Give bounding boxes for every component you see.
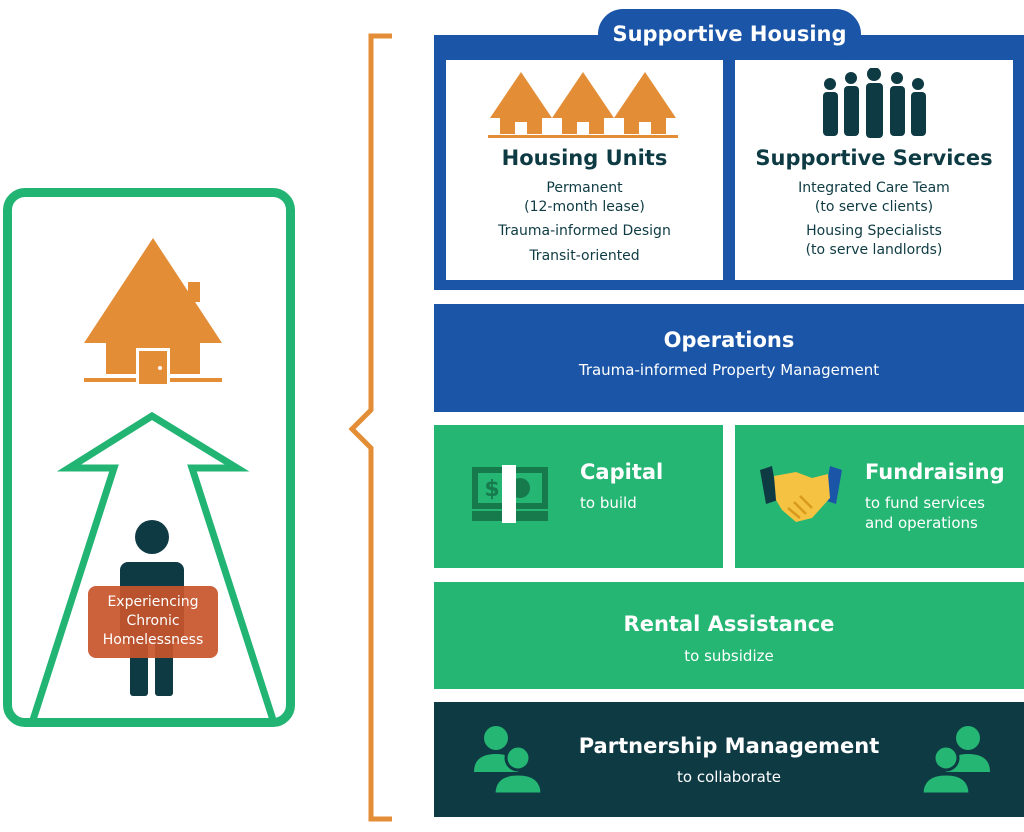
arrow-up-icon [27, 411, 279, 727]
supportive-housing-title: Supportive Housing [598, 9, 861, 59]
people-group-icon [823, 68, 926, 138]
partners-icon-right [920, 726, 990, 796]
rental-assistance-heading: Rental Assistance [623, 612, 835, 636]
housing-units-heading: Housing Units [501, 146, 668, 170]
housing-units-line4: Transit-oriented [529, 248, 640, 264]
capital-sub: to build [580, 494, 637, 512]
supportive-services-line3: Housing Specialists [806, 223, 942, 239]
svg-text:$: $ [484, 477, 499, 502]
person-label-line3: Homelessness [102, 632, 204, 648]
partnership-box [434, 702, 1024, 817]
person-label: Experiencing Chronic Homelessness [88, 593, 218, 650]
operations-box [434, 304, 1024, 412]
supportive-services-heading: Supportive Services [755, 146, 993, 170]
house-icon [84, 238, 222, 384]
supportive-services-line4: (to serve landlords) [805, 242, 943, 258]
housing-units-line3: Trauma-informed Design [498, 223, 671, 239]
rental-assistance-box [434, 582, 1024, 689]
partnership-sub: to collaborate [677, 768, 781, 786]
housing-units-line1: Permanent [546, 180, 623, 196]
money-icon: $ [472, 465, 548, 523]
partnership-heading: Partnership Management [578, 734, 880, 758]
partners-icon-left [474, 726, 544, 796]
houses-icon [488, 72, 678, 138]
fundraising-sub2: and operations [865, 514, 978, 532]
handshake-icon [760, 466, 842, 522]
person-label-line1: Experiencing [107, 594, 199, 610]
supportive-services-line2: (to serve clients) [814, 199, 934, 215]
person-label-box [88, 586, 218, 658]
journey-graphic [27, 238, 279, 727]
supportive-services-line1: Integrated Care Team [798, 180, 950, 196]
fundraising-sub1: to fund services [865, 494, 985, 512]
housing-units-line2: (12-month lease) [524, 199, 645, 215]
rental-assistance-sub: to subsidize [684, 647, 774, 665]
operations-heading: Operations [663, 328, 795, 352]
fundraising-heading: Fundraising [865, 460, 1005, 484]
operations-sub: Trauma-informed Property Management [578, 361, 880, 379]
capital-heading: Capital [580, 460, 664, 484]
bracket [348, 33, 392, 822]
person-label-line2: Chronic [126, 613, 180, 629]
